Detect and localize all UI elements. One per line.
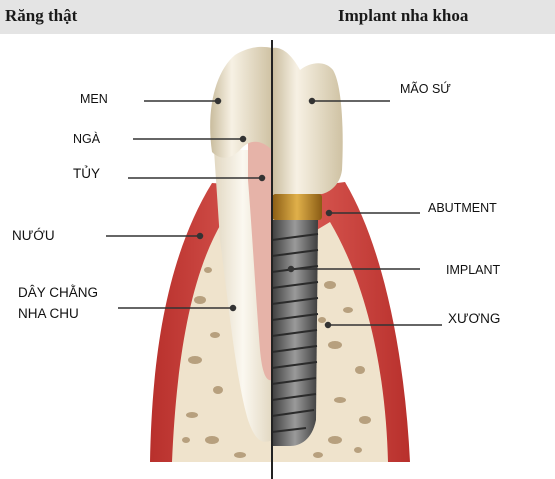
leader-lines: [106, 97, 442, 329]
implant-threads: [271, 233, 319, 433]
bone-pores: [182, 267, 371, 458]
natural-tooth-crown: [210, 46, 272, 158]
header-bar: [0, 0, 555, 34]
label-gum: NƯỚU: [12, 228, 55, 243]
implant-crown: [272, 47, 343, 195]
label-enamel: MEN: [80, 92, 108, 106]
label-pulp: TỦY: [73, 166, 100, 181]
label-ligament-line1: DÂY CHẰNG: [18, 285, 99, 300]
label-implant: IMPLANT: [446, 263, 501, 277]
label-abutment: ABUTMENT: [428, 201, 497, 215]
label-ligament-line2: NHA CHU: [18, 306, 79, 321]
label-crown: MÃO SỨ: [400, 82, 451, 96]
title-natural-tooth: Răng thật: [5, 6, 78, 25]
pulp: [248, 136, 272, 381]
title-dental-implant: Implant nha khoa: [338, 6, 469, 25]
abutment: [272, 194, 322, 220]
label-bone: XƯƠNG: [448, 311, 501, 326]
label-dentin: NGÀ: [73, 132, 101, 146]
